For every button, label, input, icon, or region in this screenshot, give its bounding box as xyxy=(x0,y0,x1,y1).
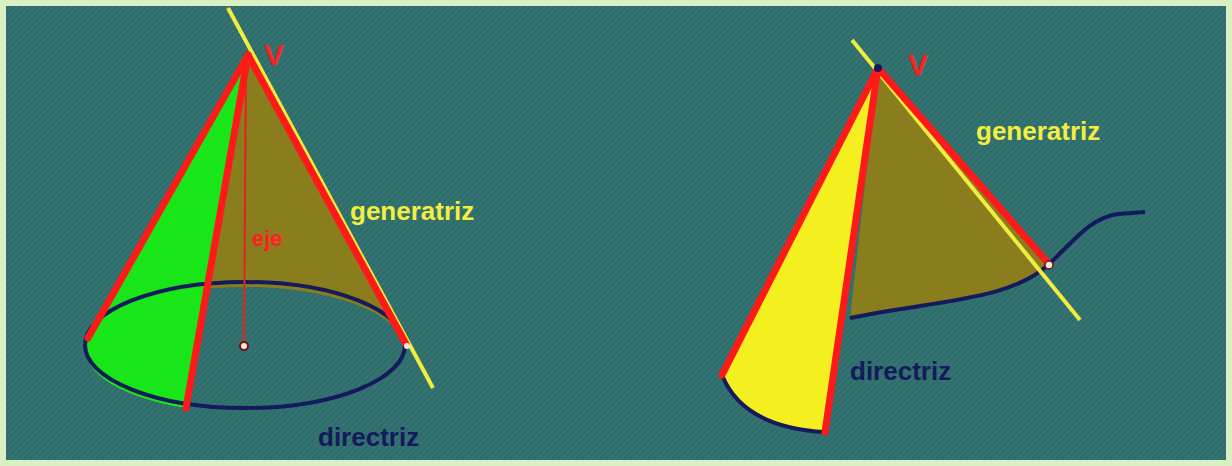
axis-label: eje xyxy=(252,228,283,250)
generatrix-label: generatriz xyxy=(976,118,1100,144)
cone-edge xyxy=(878,68,1048,263)
directrix-curve xyxy=(722,375,825,432)
vertex-label: V xyxy=(264,40,284,70)
vertex-label: V xyxy=(908,50,928,80)
directrix-label: directriz xyxy=(318,424,419,450)
cone-front-face xyxy=(85,55,248,408)
generatrix-point xyxy=(1045,261,1053,269)
axis-point xyxy=(240,342,248,350)
generatrix-point xyxy=(404,343,410,349)
directrix-curve xyxy=(850,212,1145,318)
textured-ground xyxy=(6,6,1226,460)
cone-back-face xyxy=(850,68,1048,318)
generatrix-label: generatriz xyxy=(350,198,474,224)
axis-line xyxy=(244,62,246,343)
generatrix-line xyxy=(852,40,1080,320)
apex-point xyxy=(874,64,882,72)
directrix-label: directriz xyxy=(850,358,951,384)
cone-edge xyxy=(186,55,248,408)
